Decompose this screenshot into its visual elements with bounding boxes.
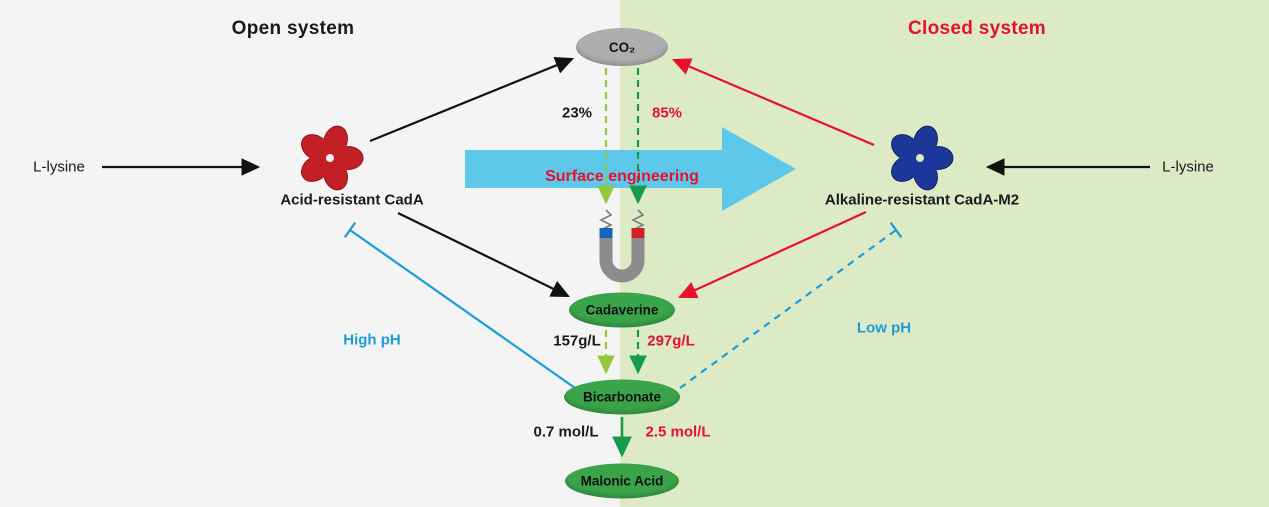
lysine-label-left: L-lysine bbox=[33, 158, 85, 176]
low-ph-label: Low pH bbox=[856, 319, 912, 337]
malonic-acid-label: Malonic Acid bbox=[580, 473, 664, 489]
bicarbonate-label: Bicarbonate bbox=[582, 389, 662, 405]
acid-cada-to-cadaverine-arrow bbox=[397, 212, 570, 297]
open-system-title: Open system bbox=[231, 18, 355, 39]
lysine-label-right: L-lysine bbox=[1162, 158, 1214, 176]
bicarbonate-conc-open-value: 0.7 mol/L bbox=[533, 423, 599, 441]
bicarbonate-conc-closed-value: 2.5 mol/L bbox=[645, 423, 711, 441]
surface-engineering-label: Surface engineering bbox=[545, 168, 699, 185]
co2-label: CO₂ bbox=[608, 39, 636, 55]
high-ph-inhibition-line bbox=[343, 221, 576, 389]
co2-node: CO₂ bbox=[576, 28, 668, 66]
acid-cada-protein-icon bbox=[301, 125, 364, 191]
magnet-icon bbox=[599, 228, 645, 283]
co2-conversion-open-value: 23% bbox=[561, 104, 593, 122]
co2-conversion-closed-value: 85% bbox=[651, 104, 683, 122]
malonic-acid-node: Malonic Acid bbox=[565, 463, 679, 499]
closed-system-title: Closed system bbox=[907, 18, 1047, 39]
surface-engineering-arrow-icon bbox=[465, 127, 796, 211]
cada-m2-protein-icon bbox=[891, 125, 954, 191]
cadaverine-titer-open-value: 157g/L bbox=[553, 332, 601, 350]
acid-cada-to-co2-arrow bbox=[369, 57, 575, 143]
bicarbonate-node: Bicarbonate bbox=[564, 379, 680, 415]
acid-cada-label: Acid-resistant CadA bbox=[280, 191, 424, 209]
closed-system-panel bbox=[620, 0, 1269, 507]
cada-m2-to-cadaverine-arrow bbox=[677, 210, 867, 299]
cada-m2-to-co2-arrow bbox=[671, 58, 875, 147]
cadaverine-node: Cadaverine bbox=[569, 292, 675, 328]
cada-m2-label: Alkaline-resistant CadA-M2 bbox=[824, 191, 1020, 209]
cadaverine-label: Cadaverine bbox=[585, 302, 659, 318]
open-system-panel bbox=[0, 0, 620, 507]
low-ph-inhibition-line bbox=[679, 222, 903, 389]
cadaverine-titer-closed-value: 297g/L bbox=[647, 332, 695, 350]
high-ph-label: High pH bbox=[343, 331, 401, 349]
